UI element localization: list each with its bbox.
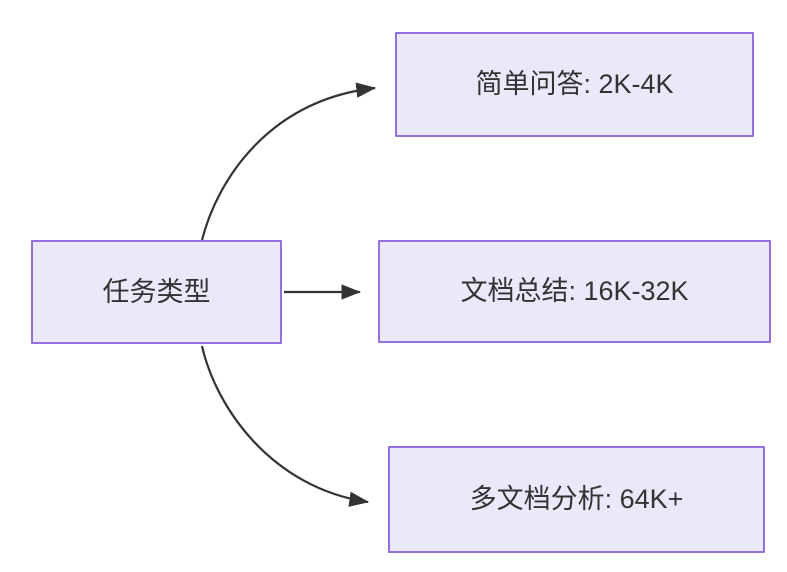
node-simple-qa-label: 简单问答: 2K-4K [475, 69, 674, 100]
node-root[interactable]: 任务类型 [31, 240, 282, 344]
node-root-label: 任务类型 [102, 276, 211, 307]
edge-root-simple-qa [200, 82, 377, 241]
node-simple-qa[interactable]: 简单问答: 2K-4K [395, 32, 754, 137]
node-doc-summary[interactable]: 文档总结: 16K-32K [378, 240, 771, 343]
node-multi-doc[interactable]: 多文档分析: 64K+ [388, 446, 765, 553]
node-doc-summary-label: 文档总结: 16K-32K [460, 276, 689, 307]
edge-root-multi-doc [200, 345, 370, 507]
node-multi-doc-label: 多文档分析: 64K+ [469, 484, 684, 515]
